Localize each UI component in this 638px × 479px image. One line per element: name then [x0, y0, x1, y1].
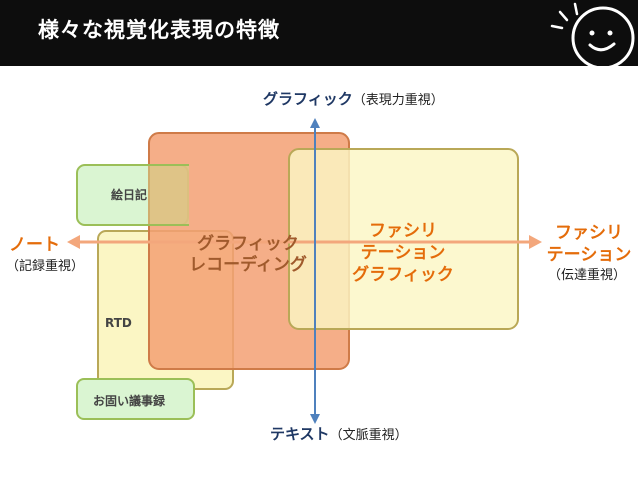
axis-right-label-1: ファシリ	[555, 223, 623, 243]
axis-bottom-label: テキスト	[270, 425, 330, 443]
axis-bottom-sub: （文脈重視）	[329, 428, 408, 443]
axis-top-label: グラフィック	[263, 90, 353, 108]
facilitation-graphic-region	[288, 148, 519, 330]
axis-right-label-2: テーション	[546, 245, 632, 265]
graphic-recording-label-1: グラフィック	[197, 234, 299, 254]
facilitation-graphic-label-2: テーション	[360, 243, 446, 263]
ehnikki-overlap	[148, 164, 189, 226]
rtd-label: RTD	[105, 316, 132, 330]
facilitation-graphic-label-3: グラフィック	[352, 265, 454, 285]
minutes-label: お固い議事録	[93, 394, 166, 408]
axis-left-label: ノート	[9, 235, 60, 255]
graphic-recording-label-2: レコーディング	[189, 255, 307, 275]
page-title: 様々な視覚化表現の特徴	[38, 18, 280, 42]
axis-right-sub: （伝達重視）	[547, 268, 626, 283]
minutes-region	[76, 378, 195, 420]
facilitation-graphic-label-1: ファシリ	[369, 221, 437, 241]
ehnikki-label: 絵日記	[111, 188, 148, 202]
header-bar: 様々な視覚化表現の特徴	[0, 0, 638, 66]
smiley-face-icon	[550, 2, 635, 66]
axis-left-sub: （記録重視）	[6, 259, 85, 274]
axis-top-sub: （表現力重視）	[352, 93, 444, 108]
